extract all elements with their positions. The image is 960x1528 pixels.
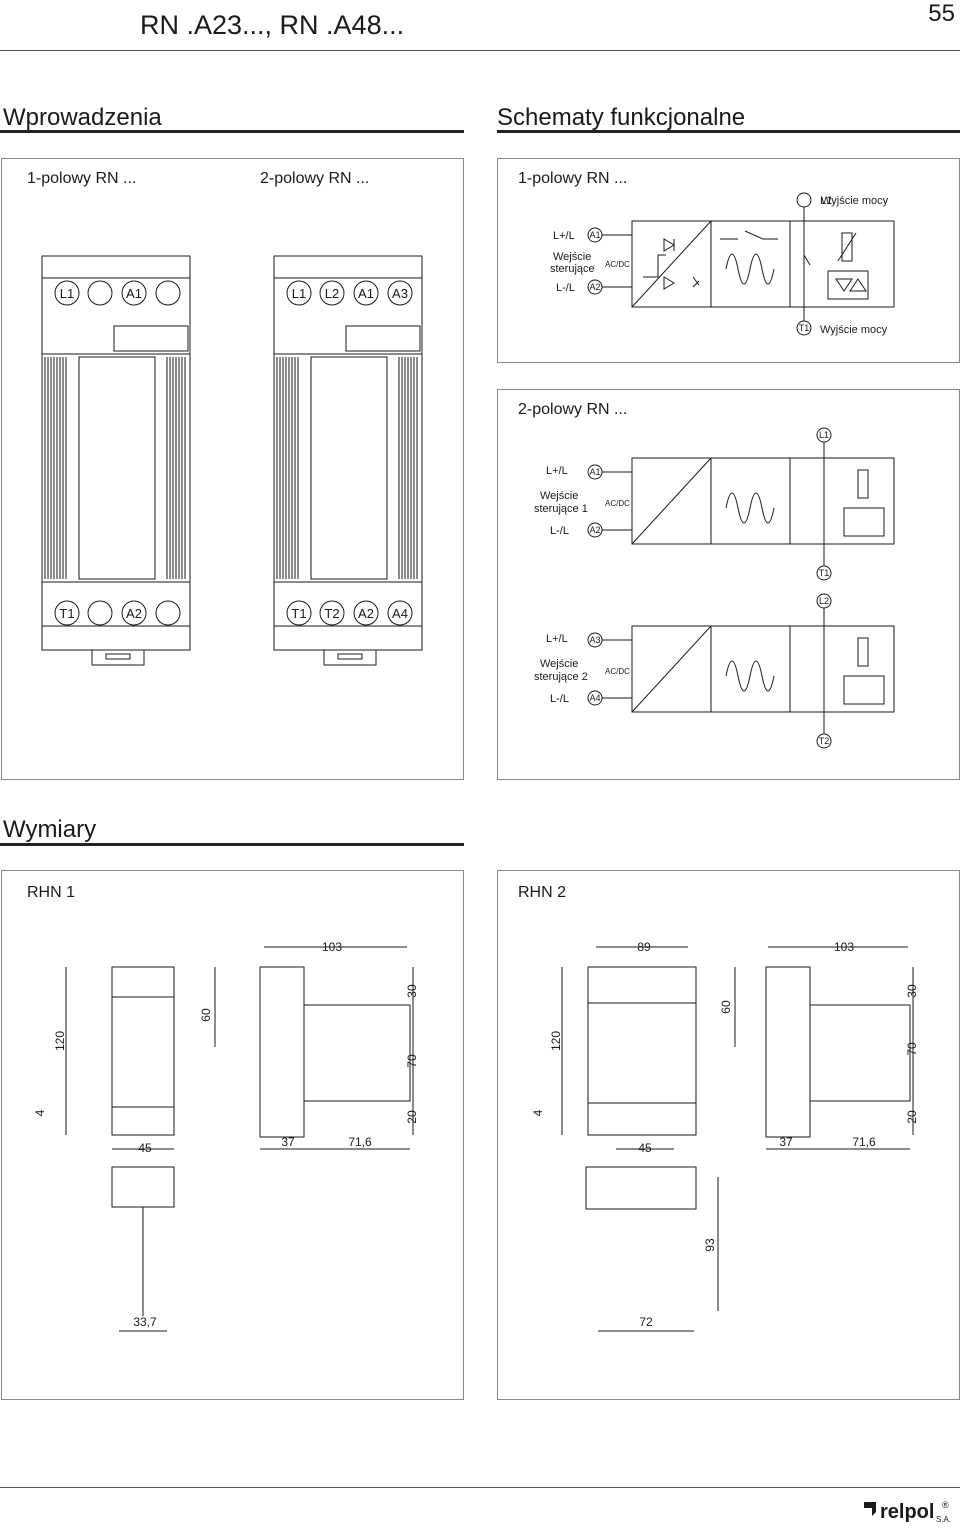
terminal-label: L2 xyxy=(325,286,339,301)
dim-30: 30 xyxy=(405,984,419,998)
rhn1-title: RHN 1 xyxy=(27,884,76,901)
dim-60: 60 xyxy=(719,1000,733,1014)
terminal-label: A2 xyxy=(126,606,142,621)
dim-30: 30 xyxy=(905,984,919,998)
section-heading-intro: Wprowadzenia xyxy=(3,104,162,131)
input-label-1: Wejście xyxy=(540,490,578,502)
schematic-2pole-panel: 2-polowy RN ... L1 T1 L2 T2 xyxy=(497,389,960,780)
dim-20: 20 xyxy=(905,1110,919,1124)
schematic-2pole-diagram: L1 T1 L2 T2 A1 A2 A3 A4 L+/L Wejście ste… xyxy=(534,427,895,749)
lminus-label: L-/L xyxy=(550,525,569,537)
section-heading-dimensions: Wymiary xyxy=(3,816,97,843)
terminal-label: A3 xyxy=(392,286,408,301)
output-label-top: Wyjście mocy xyxy=(821,195,889,207)
terminal-label: A4 xyxy=(392,606,408,621)
dim-120: 120 xyxy=(549,1031,563,1051)
input-label-2: sterujące 2 xyxy=(534,671,588,683)
header-divider xyxy=(0,50,960,51)
relay-front-views: L1 A1 T1 A2 L1 L2 A1 A3 T1 T2 A2 A4 xyxy=(41,255,423,666)
dim-4: 4 xyxy=(33,1109,47,1116)
dim-72: 72 xyxy=(639,1315,653,1329)
dim-45: 45 xyxy=(638,1141,652,1155)
dim-103: 103 xyxy=(834,940,854,954)
terminal-label: T1 xyxy=(291,606,306,621)
control-block xyxy=(631,220,895,308)
relay-1pole-front xyxy=(41,255,191,666)
terminal-l2: L2 xyxy=(819,596,829,606)
dim-89: 89 xyxy=(637,940,651,954)
rhn1-dimension-drawing: 103 45 37 71,6 33,7 30 60 120 70 4 20 xyxy=(33,940,419,1332)
rhn2-panel: RHN 2 89 103 45 37 71,6 72 3 xyxy=(497,870,960,1400)
dim-93: 93 xyxy=(703,1238,717,1252)
terminal-t2: T2 xyxy=(819,736,830,746)
terminal-label: L1 xyxy=(60,286,74,301)
terminal-l1: L1 xyxy=(819,430,829,440)
rhn2-title: RHN 2 xyxy=(518,884,567,901)
dim-71-6: 71,6 xyxy=(348,1135,372,1149)
input-label-2: sterujące 1 xyxy=(534,503,588,515)
input-label-1: Wejście xyxy=(540,658,578,670)
terminal-a2: A2 xyxy=(589,525,600,535)
terminal-t1: T1 xyxy=(819,568,830,578)
acdc-label: AC/DC xyxy=(605,667,630,676)
section-heading-schematics: Schematy funkcjonalne xyxy=(497,104,746,131)
section-rule xyxy=(0,843,464,846)
lplus-label: L+/L xyxy=(553,230,575,242)
terminal-label: A2 xyxy=(358,606,374,621)
section-rule xyxy=(497,130,960,133)
terminal-a2: A2 xyxy=(589,282,600,292)
lminus-label: L-/L xyxy=(556,282,575,294)
dim-33-7: 33,7 xyxy=(133,1315,157,1329)
terminal-label: T1 xyxy=(59,606,74,621)
page-number: 55 xyxy=(928,0,955,27)
acdc-label: AC/DC xyxy=(605,260,630,269)
document-title: RN .A23..., RN .A48... xyxy=(140,10,405,40)
schematic-1pole-panel: 1-polowy RN ... L1 Wyjście moc xyxy=(497,158,960,363)
lplus-label: L+/L xyxy=(546,633,568,645)
dim-20: 20 xyxy=(405,1110,419,1124)
rhn1-panel: RHN 1 103 45 37 71,6 33,7 3 xyxy=(1,870,464,1400)
dim-103: 103 xyxy=(322,940,342,954)
terminal-label: T2 xyxy=(324,606,339,621)
schematic-1pole-title: 1-polowy RN ... xyxy=(518,170,628,187)
section-rule xyxy=(0,130,464,133)
terminal-a3: A3 xyxy=(589,635,600,645)
dim-60: 60 xyxy=(199,1008,213,1022)
footer-divider xyxy=(0,1487,960,1488)
acdc-label: AC/DC xyxy=(605,499,630,508)
dim-4: 4 xyxy=(531,1109,545,1116)
input-label-1: Wejście xyxy=(553,251,591,263)
terminal-label: A1 xyxy=(126,286,142,301)
intro-panel: 1-polowy RN ... 2-polowy RN ... xyxy=(1,158,464,780)
output-label-bottom: Wyjście mocy xyxy=(820,324,888,336)
schematic-2pole-title: 2-polowy RN ... xyxy=(518,401,628,418)
lminus-label: L-/L xyxy=(550,693,569,705)
relpol-logo: relpol ® S.A. xyxy=(862,1496,954,1524)
dim-120: 120 xyxy=(53,1031,67,1051)
brand-name: relpol xyxy=(880,1501,934,1523)
terminal-a1: A1 xyxy=(589,230,600,240)
dim-37: 37 xyxy=(779,1135,793,1149)
terminal-a4: A4 xyxy=(589,693,600,703)
brand-suffix: S.A. xyxy=(936,1515,951,1524)
terminal-a1: A1 xyxy=(589,467,600,477)
terminal-t1: T1 xyxy=(799,323,810,333)
relay-2pole-front xyxy=(273,255,423,666)
input-label-2: sterujące xyxy=(550,263,595,275)
dim-45: 45 xyxy=(138,1141,152,1155)
terminal-label: A1 xyxy=(358,286,374,301)
terminal-label: L1 xyxy=(292,286,306,301)
two-pole-label: 2-polowy RN ... xyxy=(260,170,370,187)
rhn2-dimension-drawing: 89 103 45 37 71,6 72 30 60 120 70 4 20 9… xyxy=(531,940,919,1332)
dim-70: 70 xyxy=(905,1042,919,1056)
terminal-l1: L1 xyxy=(820,195,832,207)
dim-71-6: 71,6 xyxy=(852,1135,876,1149)
dim-70: 70 xyxy=(405,1054,419,1068)
registered-mark: ® xyxy=(942,1500,949,1510)
lplus-label: L+/L xyxy=(546,465,568,477)
dim-37: 37 xyxy=(281,1135,295,1149)
schematic-1pole-diagram: L1 Wyjście mocy Wyjście mocy L+/L Wejści… xyxy=(550,192,895,336)
one-pole-label: 1-polowy RN ... xyxy=(27,170,137,187)
